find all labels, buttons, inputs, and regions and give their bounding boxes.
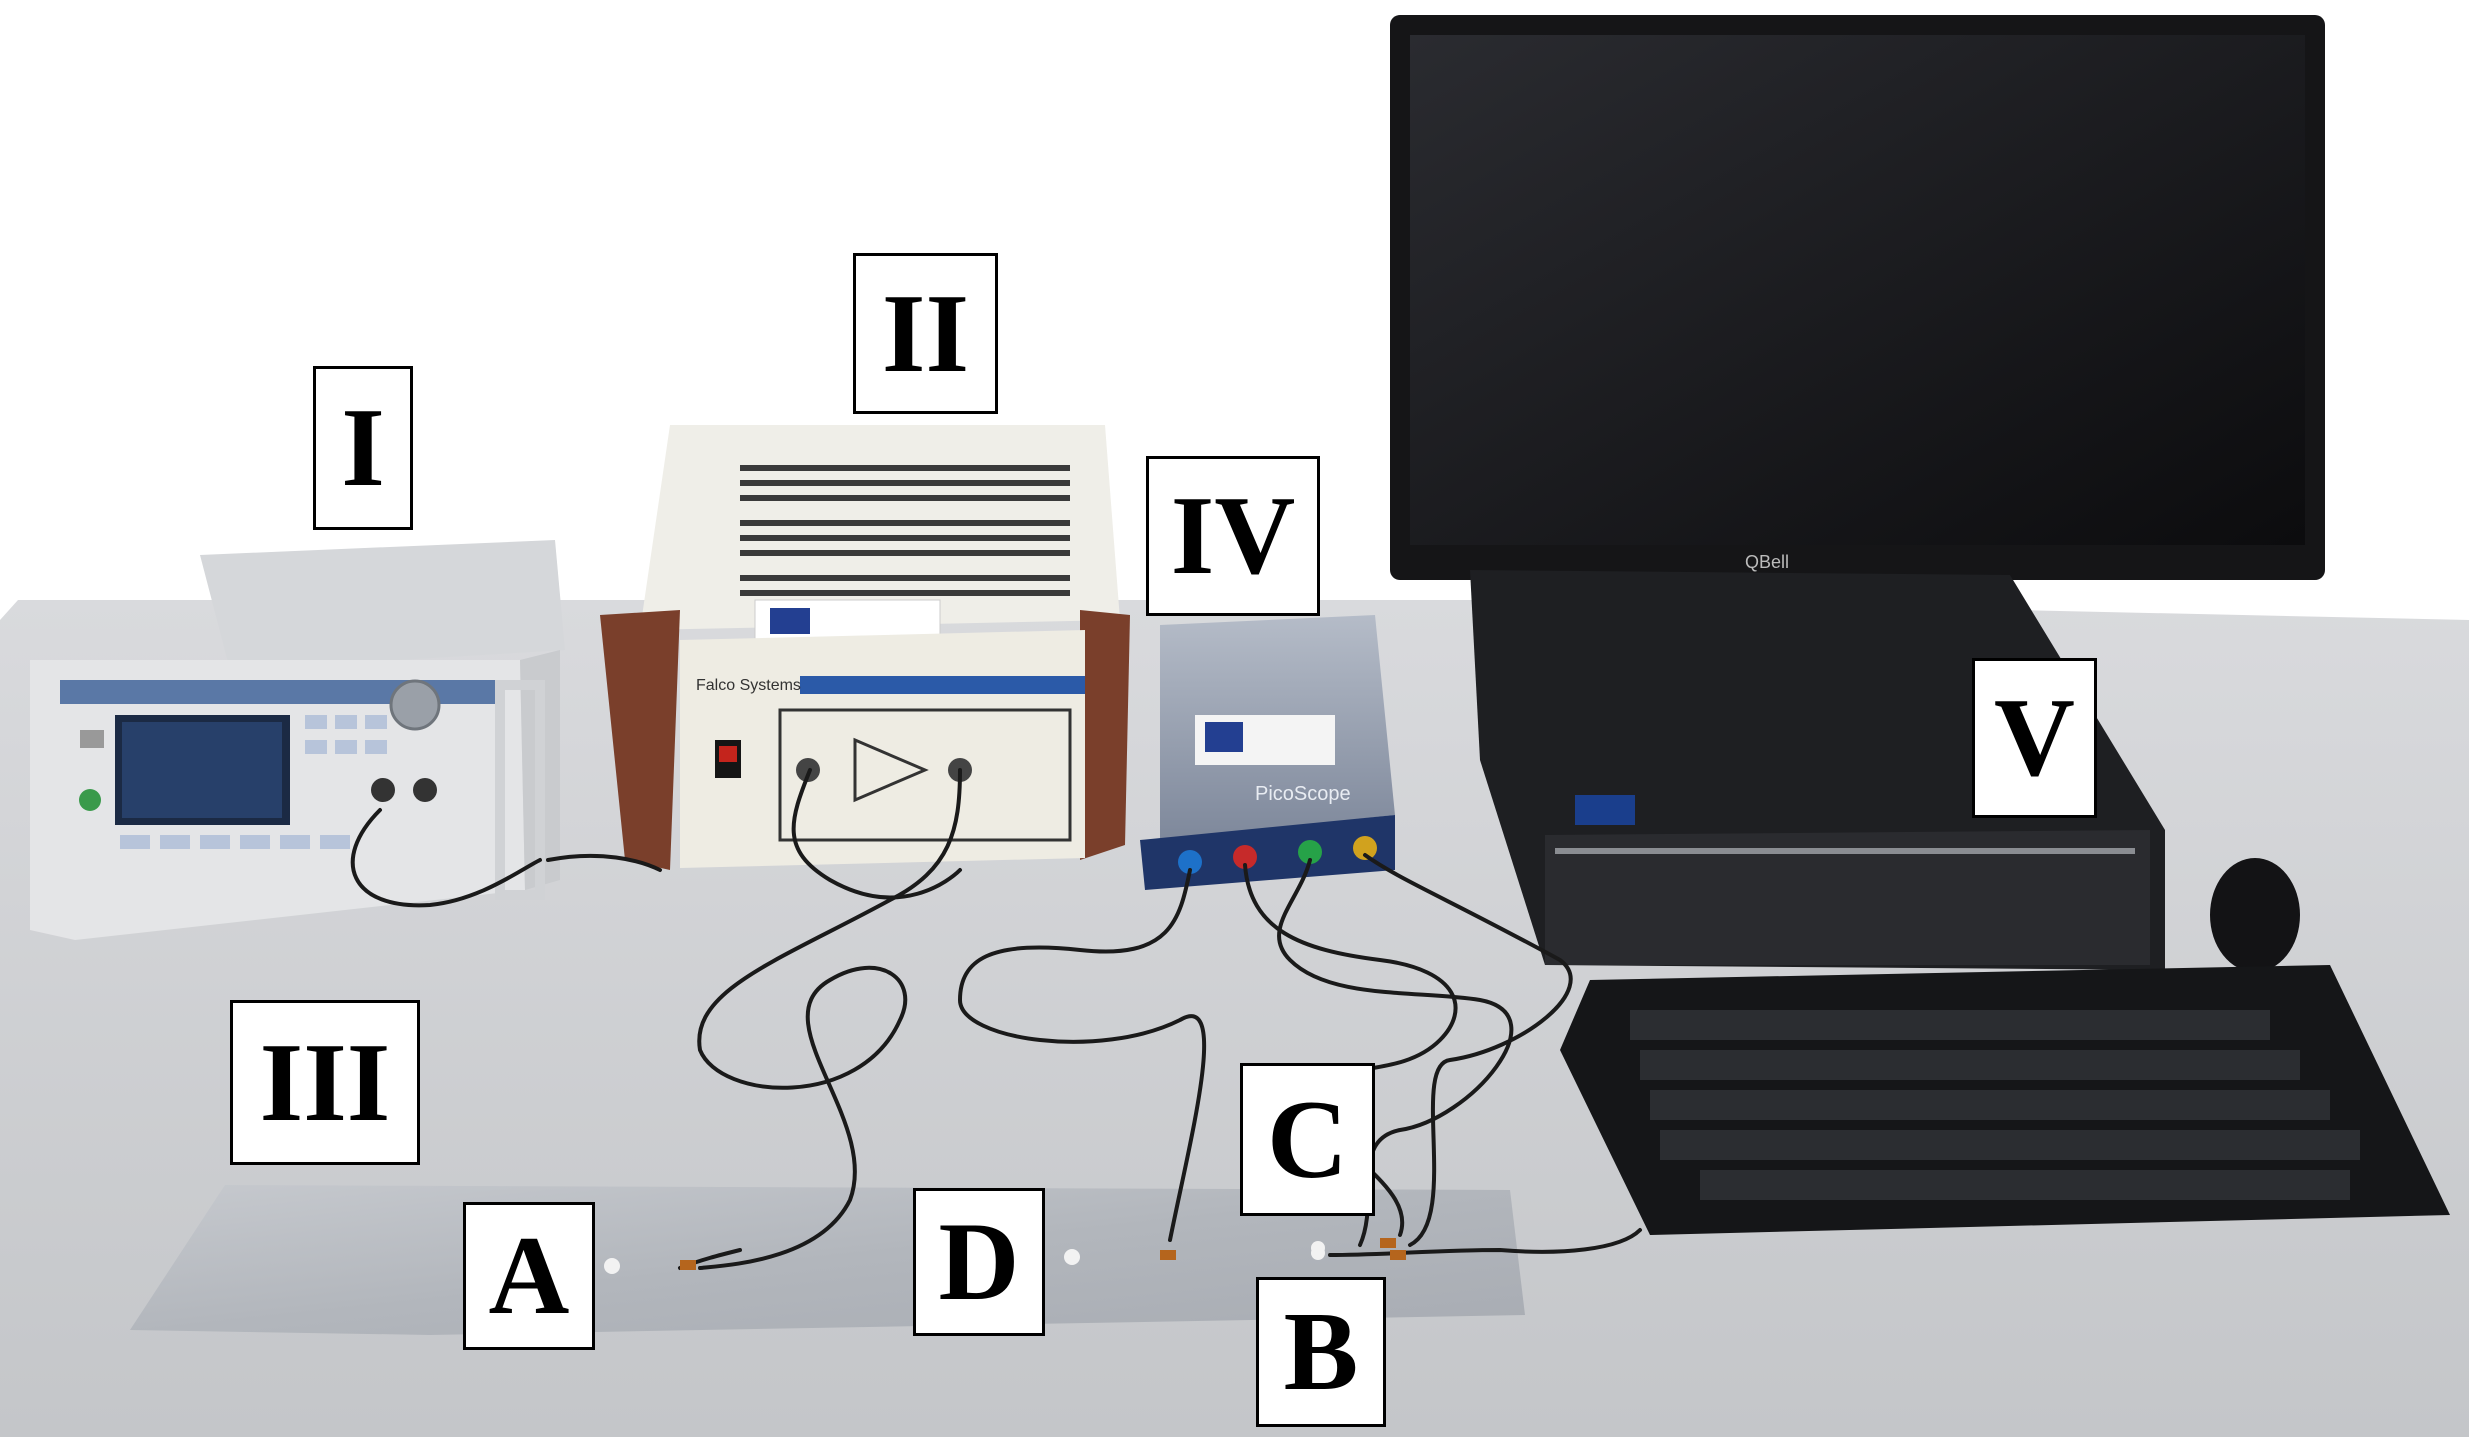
label-box-C: C (1240, 1063, 1375, 1216)
label-text-IV: IV (1170, 474, 1296, 598)
label-text-II: II (881, 271, 970, 396)
amplifier-brand-text: Falco Systems (696, 677, 801, 694)
label-text-III: III (259, 1020, 391, 1145)
label-text-I: I (341, 386, 385, 510)
label-text-C: C (1267, 1077, 1348, 1202)
computer-workstation: QBell (1390, 15, 2325, 970)
function-generator (30, 540, 565, 940)
label-box-B: B (1256, 1277, 1386, 1427)
label-text-B: B (1283, 1290, 1359, 1414)
label-box-A: A (463, 1202, 595, 1350)
label-box-D: D (913, 1188, 1045, 1336)
scope-brand-text: PicoScope (1255, 783, 1351, 805)
high-voltage-amplifier: Falco Systems (600, 425, 1130, 870)
label-box-II: II (853, 253, 998, 414)
label-box-III: III (230, 1000, 420, 1165)
keyboard (1560, 965, 2450, 1235)
picoscope-oscilloscope: PicoScope (1140, 615, 1395, 890)
label-box-IV: IV (1146, 456, 1320, 616)
mouse (2210, 858, 2300, 972)
label-text-V: V (1994, 676, 2075, 800)
label-text-A: A (488, 1214, 570, 1338)
label-text-D: D (938, 1200, 1020, 1324)
label-box-I: I (313, 366, 413, 530)
label-box-V: V (1972, 658, 2097, 818)
monitor-brand-text: QBell (1745, 552, 1789, 572)
sensor-connectors (680, 1238, 1406, 1270)
